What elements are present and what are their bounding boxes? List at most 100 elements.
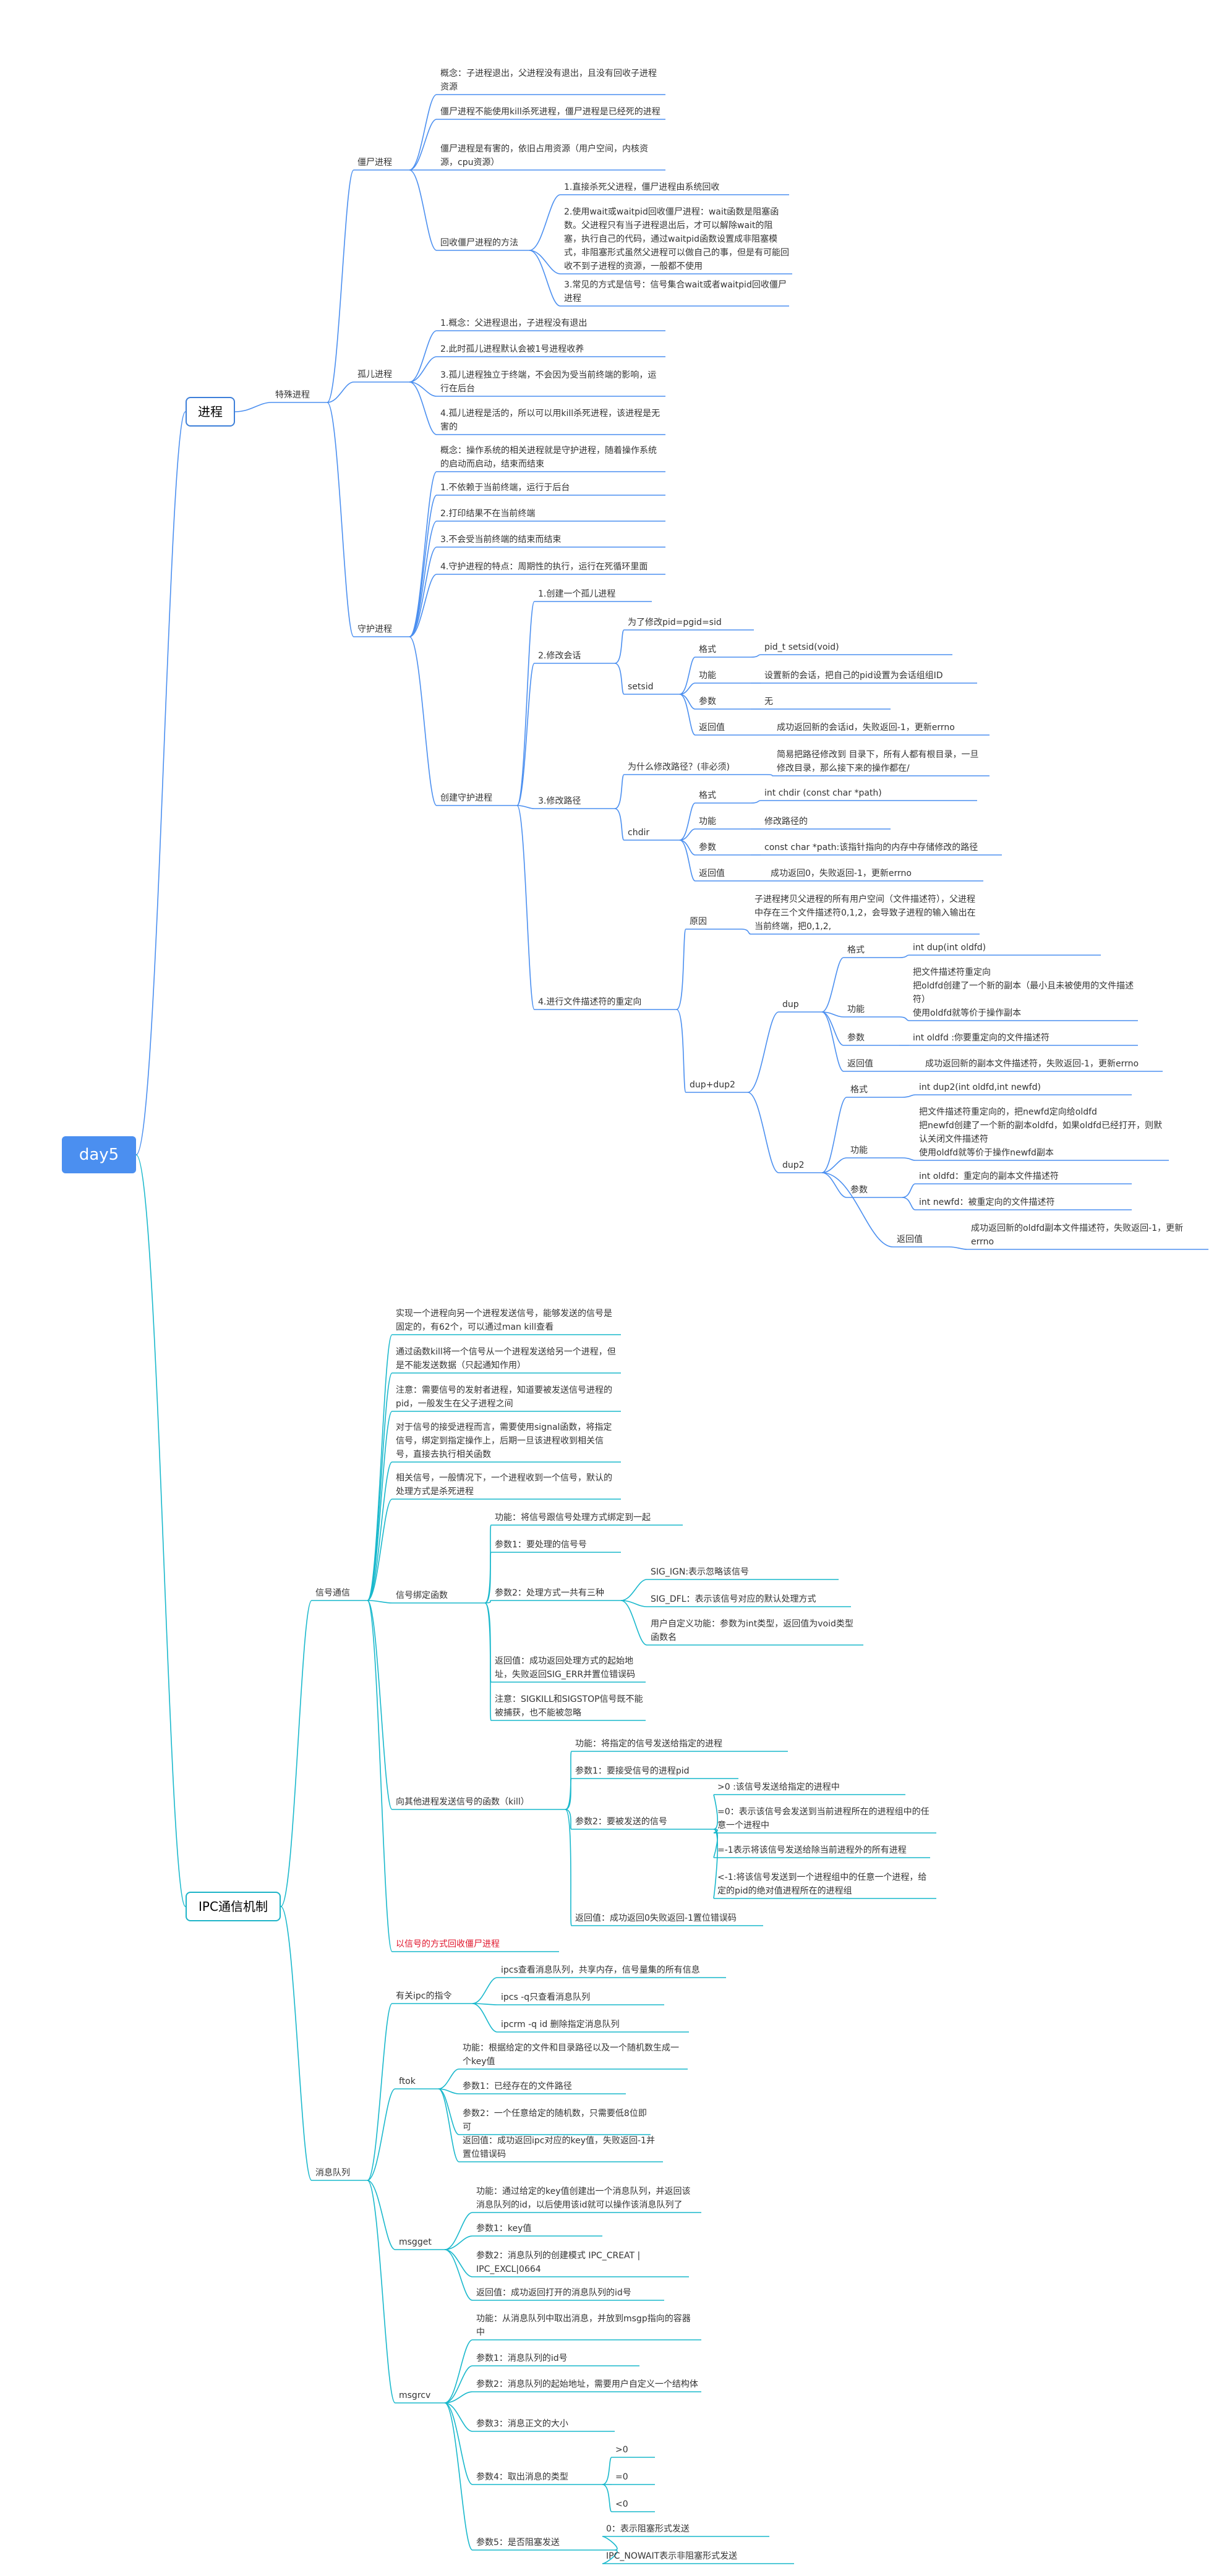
node-zombie-concept[interactable]: 概念：子进程退出，父进程没有退出，且没有回收子进程资源 [440,69,657,92]
node-create-s2[interactable]: 2.修改会话 [538,651,581,661]
node-msgrcv[interactable]: msgrcv [399,2391,431,2400]
node-s4-reason-v[interactable]: 子进程拷贝父进程的所有用户空间（文件描述符），父进程中存在三个文件描述符0,1,… [754,895,976,932]
node-bind-p1[interactable]: 参数1：要处理的信号号 [495,1540,587,1550]
node-orphan-c3[interactable]: 3.孤儿进程独立于终端，不会因为受当前终端的影响，运行在后台 [440,370,657,394]
node-signal-red[interactable]: 以信号的方式回收僵尸进程 [396,1939,500,1949]
node-bind-p2-b[interactable]: SIG_DFL：表示该信号对应的默认处理方式 [651,1594,816,1604]
node-create-s1[interactable]: 1.创建一个孤儿进程 [538,589,616,599]
node-mq-cmds[interactable]: 有关ipc的指令 [396,1991,452,2001]
node-dup2-fmt-v[interactable]: int dup2(int oldfd,int newfd) [919,1082,1041,1092]
node-s4-reason[interactable]: 原因 [690,917,707,927]
node-daemon-f2[interactable]: 2.打印结果不在当前终端 [440,509,536,519]
node-setsid-func-v[interactable]: 设置新的会话，把自己的pid设置为会话组组ID [764,671,943,681]
node-ftok-ret[interactable]: 返回值：成功返回ipc对应的key值，失败返回-1并置位错误码 [463,2136,655,2159]
topic-ipc[interactable]: IPC通信机制 [186,1892,281,1921]
node-cmds-c1[interactable]: ipcs查看消息队列，共享内存，信号量集的所有信息 [501,1965,700,1975]
node-kill-func[interactable]: 功能：将指定的信号发送给指定的进程 [575,1739,722,1749]
node-dup-ret[interactable]: 返回值 [847,1059,873,1069]
node-msgrcv-p4-a[interactable]: >0 [615,2445,628,2455]
node-create-s3[interactable]: 3.修改路径 [538,796,581,806]
node-bind-ret[interactable]: 返回值：成功返回处理方式的起始地址，失败返回SIG_ERR并置位错误码 [495,1656,636,1680]
node-dup-param[interactable]: 参数 [847,1033,865,1043]
node-dup2-ret-v[interactable]: 成功返回新的oldfd副本文件描述符，失败返回-1，更新errno [971,1223,1184,1247]
node-chdir-fmt-v[interactable]: int chdir (const char *path) [764,788,882,798]
node-daemon-f1[interactable]: 1.不依赖于当前终端，运行于后台 [440,483,570,493]
node-dup-dup2[interactable]: dup+dup2 [690,1080,735,1090]
node-msgrcv-p4-b[interactable]: =0 [615,2472,628,2482]
node-setsid-fmt[interactable]: 格式 [699,645,716,655]
node-dup-fmt-v[interactable]: int dup(int oldfd) [913,943,986,953]
topic-process[interactable]: 进程 [186,397,235,427]
node-dup-func-v[interactable]: 把文件描述符重定向 把oldfd创建了一个新的副本（最小且未被使用的文件描述符）… [913,967,1134,1018]
node-msgrcv-func[interactable]: 功能：从消息队列中取出消息，并放到msgp指向的容器中 [476,2314,691,2337]
node-cmds-c3[interactable]: ipcrm -q id 删除指定消息队列 [501,2020,620,2030]
node-msgrcv-p2[interactable]: 参数2：消息队列的起始地址，需要用户自定义一个结构体 [476,2379,698,2389]
node-bind-p2-a[interactable]: SIG_IGN:表示忽略该信号 [651,1567,750,1577]
node-zombie-harm[interactable]: 僵尸进程是有害的，依旧占用资源（用户空间，内核资源，cpu资源） [440,144,648,168]
node-ftok-func[interactable]: 功能：根据给定的文件和目录路径以及一个随机数生成一个key值 [463,2043,679,2067]
node-reclaim-m2[interactable]: 2.使用wait或waitpid回收僵尸进程：wait函数是阻塞函数。父进程只有… [564,207,789,271]
node-ftok-p1[interactable]: 参数1：已经存在的文件路径 [463,2081,572,2091]
root-node[interactable]: day5 [62,1136,136,1173]
node-msgget-p2[interactable]: 参数2：消息队列的创建模式 IPC_CREAT | IPC_EXCL|0664 [476,2251,641,2274]
node-cmds-c2[interactable]: ipcs -q只查看消息队列 [501,1992,591,2002]
node-chdir-func[interactable]: 功能 [699,817,716,827]
node-signal-bind[interactable]: 信号绑定函数 [396,1591,448,1600]
node-msgget-func[interactable]: 功能：通过给定的key值创建出一个消息队列，并返回该消息队列的id，以后使用该i… [476,2187,691,2210]
node-dup-param-v[interactable]: int oldfd :你要重定向的文件描述符 [913,1033,1050,1043]
node-chdir-param-v[interactable]: const char *path:该指针指向的内存中存储修改的路径 [764,843,978,852]
node-setsid-func[interactable]: 功能 [699,671,716,681]
node-setsid-param[interactable]: 参数 [699,697,716,707]
node-mq[interactable]: 消息队列 [315,2168,350,2178]
node-zombie-nokill[interactable]: 僵尸进程不能使用kill杀死进程，僵尸进程是已经死的进程 [440,107,660,117]
node-msgget-p1[interactable]: 参数1：key值 [476,2224,532,2234]
node-special-process[interactable]: 特殊进程 [275,390,310,400]
node-setsid-param-v[interactable]: 无 [764,697,773,707]
node-chdir-func-v[interactable]: 修改路径的 [764,817,808,827]
node-daemon-f4[interactable]: 4.守护进程的特点：周期性的执行，运行在死循环里面 [440,562,648,572]
node-signal-i1[interactable]: 实现一个进程向另一个进程发送信号，能够发送的信号是固定的，有62个，可以通过ma… [396,1309,612,1332]
node-signal-i2[interactable]: 通过函数kill将一个信号从一个进程发送给另一个进程，但是不能发送数据（只起通知… [396,1347,616,1371]
node-chdir-param[interactable]: 参数 [699,843,716,852]
node-orphan-c4[interactable]: 4.孤儿进程是活的，所以可以用kill杀死进程，该进程是无害的 [440,409,660,432]
node-dup2-param-v2[interactable]: int newfd：被重定向的文件描述符 [919,1197,1055,1207]
node-ftok[interactable]: ftok [399,2077,416,2086]
node-msgget-ret[interactable]: 返回值：成功返回打开的消息队列的id号 [476,2288,631,2298]
node-setsid-fmt-v[interactable]: pid_t setsid(void) [764,642,839,652]
node-bind-note[interactable]: 注意：SIGKILL和SIGSTOP信号既不能被捕获，也不能被忽略 [495,1694,643,1718]
node-msgrcv-p5[interactable]: 参数5：是否阻塞发送 [476,2538,560,2548]
node-kill-p2[interactable]: 参数2：要被发送的信号 [575,1817,667,1827]
node-setsid-ret-v[interactable]: 成功返回新的会话id，失败返回-1，更新errno [777,723,955,733]
node-kill-p2-a[interactable]: >0 :该信号发送给指定的进程中 [717,1782,840,1792]
node-msgrcv-p5-a[interactable]: 0：表示阻塞形式发送 [606,2524,690,2534]
node-orphan-c1[interactable]: 1.概念：父进程退出，子进程没有退出 [440,318,588,328]
node-ftok-p2[interactable]: 参数2：一个任意给定的随机数，只需要低8位即可 [463,2109,647,2132]
node-daemon-f3[interactable]: 3.不会受当前终端的结束而结束 [440,535,562,545]
node-chdir-fmt[interactable]: 格式 [699,791,716,801]
node-reclaim-m3[interactable]: 3.常见的方式是信号：信号集合wait或者waitpid回收僵尸进程 [564,280,787,304]
node-kill-p2-d[interactable]: <-1:将该信号发送到一个进程组中的任意一个进程，给定的pid的绝对值进程所在的… [717,1872,927,1896]
node-dup2-fmt[interactable]: 格式 [850,1085,868,1095]
node-bind-p2-c[interactable]: 用户自定义功能：参数为int类型，返回值为void类型函数名 [651,1619,853,1643]
node-s2-why[interactable]: 为了修改pid=pgid=sid [628,618,722,627]
node-msgrcv-p4-c[interactable]: <0 [615,2499,628,2509]
node-dup[interactable]: dup [782,1000,799,1010]
node-kill-p2-b[interactable]: =0：表示该信号会发送到当前进程所在的进程组中的任意一个进程中 [717,1807,930,1830]
node-signal[interactable]: 信号通信 [315,1588,350,1598]
node-dup2-ret[interactable]: 返回值 [897,1235,923,1244]
node-s3-why-v[interactable]: 简易把路径修改到 目录下，所有人都有根目录，一旦修改目录，那么接下来的操作都在/ [777,750,979,773]
node-dup-func[interactable]: 功能 [847,1005,865,1014]
node-bind-p2[interactable]: 参数2：处理方式一共有三种 [495,1588,604,1598]
node-signal-i4[interactable]: 对于信号的接受进程而言，需要使用signal函数，将指定信号，绑定到指定操作上，… [396,1422,612,1460]
node-chdir-ret[interactable]: 返回值 [699,869,725,878]
node-msgrcv-p1[interactable]: 参数1：消息队列的id号 [476,2353,568,2363]
node-signal-kill[interactable]: 向其他进程发送信号的函数（kill） [396,1797,529,1807]
node-daemon-concept[interactable]: 概念：操作系统的相关进程就是守护进程，随着操作系统的启动而启动，结束而结束 [440,446,657,469]
node-msgget[interactable]: msgget [399,2237,432,2247]
node-zombie-reclaim[interactable]: 回收僵尸进程的方法 [440,238,518,248]
node-dup2-param-v1[interactable]: int oldfd：重定向的副本文件描述符 [919,1171,1059,1181]
node-kill-p1[interactable]: 参数1：要接受信号的进程pid [575,1766,690,1776]
node-bind-func[interactable]: 功能：将信号跟信号处理方式绑定到一起 [495,1513,651,1523]
node-dup2-param[interactable]: 参数 [850,1185,868,1195]
node-dup-fmt[interactable]: 格式 [847,945,865,955]
